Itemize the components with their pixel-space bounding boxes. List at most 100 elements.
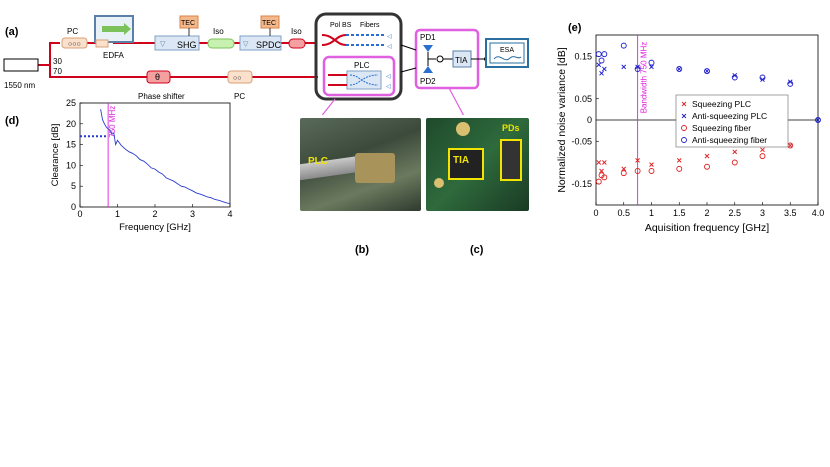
chart-e-point-x bbox=[596, 62, 602, 68]
phase-symbol: θ bbox=[155, 72, 160, 82]
chart-e-point-o bbox=[598, 57, 605, 64]
fibers-label: Fibers bbox=[360, 22, 380, 29]
gold-pad-1 bbox=[456, 122, 470, 136]
chart-e-xtick-label: 0.5 bbox=[617, 208, 630, 218]
chart-e-point-x bbox=[815, 117, 821, 123]
spdc-crystal bbox=[239, 35, 282, 51]
chart-e-xtick-label: 1.5 bbox=[673, 208, 686, 218]
chart-e-point-o bbox=[731, 74, 738, 81]
phase-shifter-label: Phase shifter bbox=[138, 92, 185, 101]
panel-label-e: (e) bbox=[568, 22, 582, 34]
chart-e-legend-label: Squeezing PLC bbox=[692, 99, 751, 109]
callout-line-c bbox=[448, 87, 465, 115]
panel-label-a: (a) bbox=[5, 26, 19, 38]
panel-label-c: (c) bbox=[470, 244, 484, 256]
edfa-label: EDFA bbox=[103, 51, 125, 60]
chart-e-point-o bbox=[704, 68, 710, 75]
crystal-icon: ▽ bbox=[160, 41, 166, 48]
chart-d-xtick-label: 4 bbox=[227, 209, 232, 219]
detector-link bbox=[400, 44, 417, 73]
chart-e-ytick-label: -0.05 bbox=[571, 136, 592, 146]
pc-label-1: PC bbox=[67, 27, 78, 36]
chart-e-point-x bbox=[599, 70, 604, 76]
chart-d-xtick-label: 1 bbox=[115, 209, 120, 219]
plc-label: PLC bbox=[354, 61, 370, 70]
gold-pad-2 bbox=[434, 178, 444, 188]
chart-e-xtick-label: 1 bbox=[649, 208, 654, 218]
chart-e-point-o bbox=[676, 165, 683, 172]
chart-e-point-x bbox=[596, 160, 602, 165]
chart-e-point-x bbox=[635, 158, 640, 163]
fiber-diode-icon-1: ◁ bbox=[387, 34, 392, 40]
chart-e-point-x bbox=[760, 147, 765, 153]
shg-crystal bbox=[154, 35, 200, 51]
chart-d-ytick-label: 0 bbox=[71, 202, 76, 212]
photodiode-1-icon bbox=[423, 45, 433, 52]
chart-d-series-line bbox=[100, 109, 231, 205]
chart-e-legend bbox=[675, 94, 789, 148]
photodiode-2-icon bbox=[423, 66, 433, 73]
chart-e-point-o bbox=[634, 168, 641, 174]
chart-e-point-x bbox=[649, 162, 654, 167]
chart-e-legend-marker bbox=[681, 125, 687, 131]
chart-e-xlabel: Aquisition frequency [GHz] bbox=[645, 222, 769, 234]
shg-label: SHG bbox=[177, 40, 197, 50]
chart-e-point-o bbox=[620, 170, 627, 177]
chart-e-point-x bbox=[621, 166, 627, 172]
chart-e-point-o bbox=[634, 66, 641, 72]
setup-diagram: 1550 nm 30 70 ○○○ PC EDFA ▽ SHG TEC Iso … bbox=[3, 12, 529, 115]
tia-label: TIA bbox=[455, 56, 468, 65]
chart-e-point-o bbox=[595, 178, 602, 185]
chart-e-legend-marker bbox=[681, 137, 687, 143]
chart-d-xtick-label: 3 bbox=[190, 209, 195, 219]
panel-label-d: (d) bbox=[5, 115, 20, 127]
chart-e-point-x bbox=[599, 168, 604, 174]
laser-source bbox=[3, 58, 39, 72]
chart-d-xlabel: Frequency [GHz] bbox=[119, 222, 191, 233]
chart-e-ytick-label: 0.15 bbox=[574, 51, 592, 61]
chart-e-point-o bbox=[595, 51, 602, 58]
plc-chip-photo bbox=[355, 153, 395, 183]
chart-e-point-o bbox=[648, 168, 655, 174]
chart-e-legend-label: Squeezing fiber bbox=[692, 123, 751, 133]
chart-d-ylabel: Clearance [dB] bbox=[50, 124, 61, 187]
tia-chip-box bbox=[448, 148, 484, 180]
phase-shifter-box bbox=[146, 70, 171, 84]
plc-diode-icon-1: ◁ bbox=[386, 74, 391, 80]
chart-e-point-o bbox=[759, 153, 766, 160]
photo-detector: TIA PDs bbox=[426, 118, 529, 211]
esa-label: ESA bbox=[500, 47, 514, 54]
chart-d-ytick-label: 10 bbox=[66, 160, 76, 170]
polarization-controller-1 bbox=[61, 37, 88, 49]
chart-e-point-o bbox=[648, 59, 655, 66]
chart-e-point-x bbox=[732, 149, 738, 155]
pc-label-2: PC bbox=[234, 92, 245, 101]
chart-e-ylabel: Normalized noise variance [dB] bbox=[556, 47, 568, 192]
chart-d-xtick-label: 2 bbox=[152, 209, 157, 219]
chart-e-point-o bbox=[815, 117, 821, 123]
photo-plc: PLC bbox=[300, 118, 421, 211]
chart-e-xtick-label: 2 bbox=[704, 208, 709, 218]
polarization-controller-2 bbox=[227, 70, 253, 84]
chart-e-xtick-label: 3.5 bbox=[784, 208, 797, 218]
panel-label-b: (b) bbox=[355, 244, 370, 256]
laser-wavelength: 1550 nm bbox=[4, 81, 35, 90]
chart-e-point-x bbox=[704, 153, 710, 159]
chart-e-legend-marker bbox=[681, 101, 687, 107]
split-ratio-bottom: 70 bbox=[53, 67, 62, 76]
chart-e-ytick-label: 0 bbox=[587, 115, 592, 125]
chart-e-xtick-label: 0 bbox=[593, 208, 598, 218]
iso-label-2: Iso bbox=[291, 27, 302, 36]
chart-e-point-x bbox=[649, 64, 654, 70]
chart-e-legend-label: Anti-squeezing PLC bbox=[692, 111, 767, 121]
pd-wiring bbox=[427, 52, 436, 66]
pd1-label: PD1 bbox=[420, 33, 436, 42]
iso-label-1: Iso bbox=[213, 27, 224, 36]
isolator-2 bbox=[288, 38, 306, 49]
amplifier-arrow-icon bbox=[102, 23, 131, 35]
chart-d-ytick-label: 5 bbox=[71, 181, 76, 191]
pol-bs-arm-2 bbox=[321, 34, 347, 46]
chart-e-xtick-label: 3 bbox=[760, 208, 765, 218]
esa-screen bbox=[489, 42, 525, 64]
